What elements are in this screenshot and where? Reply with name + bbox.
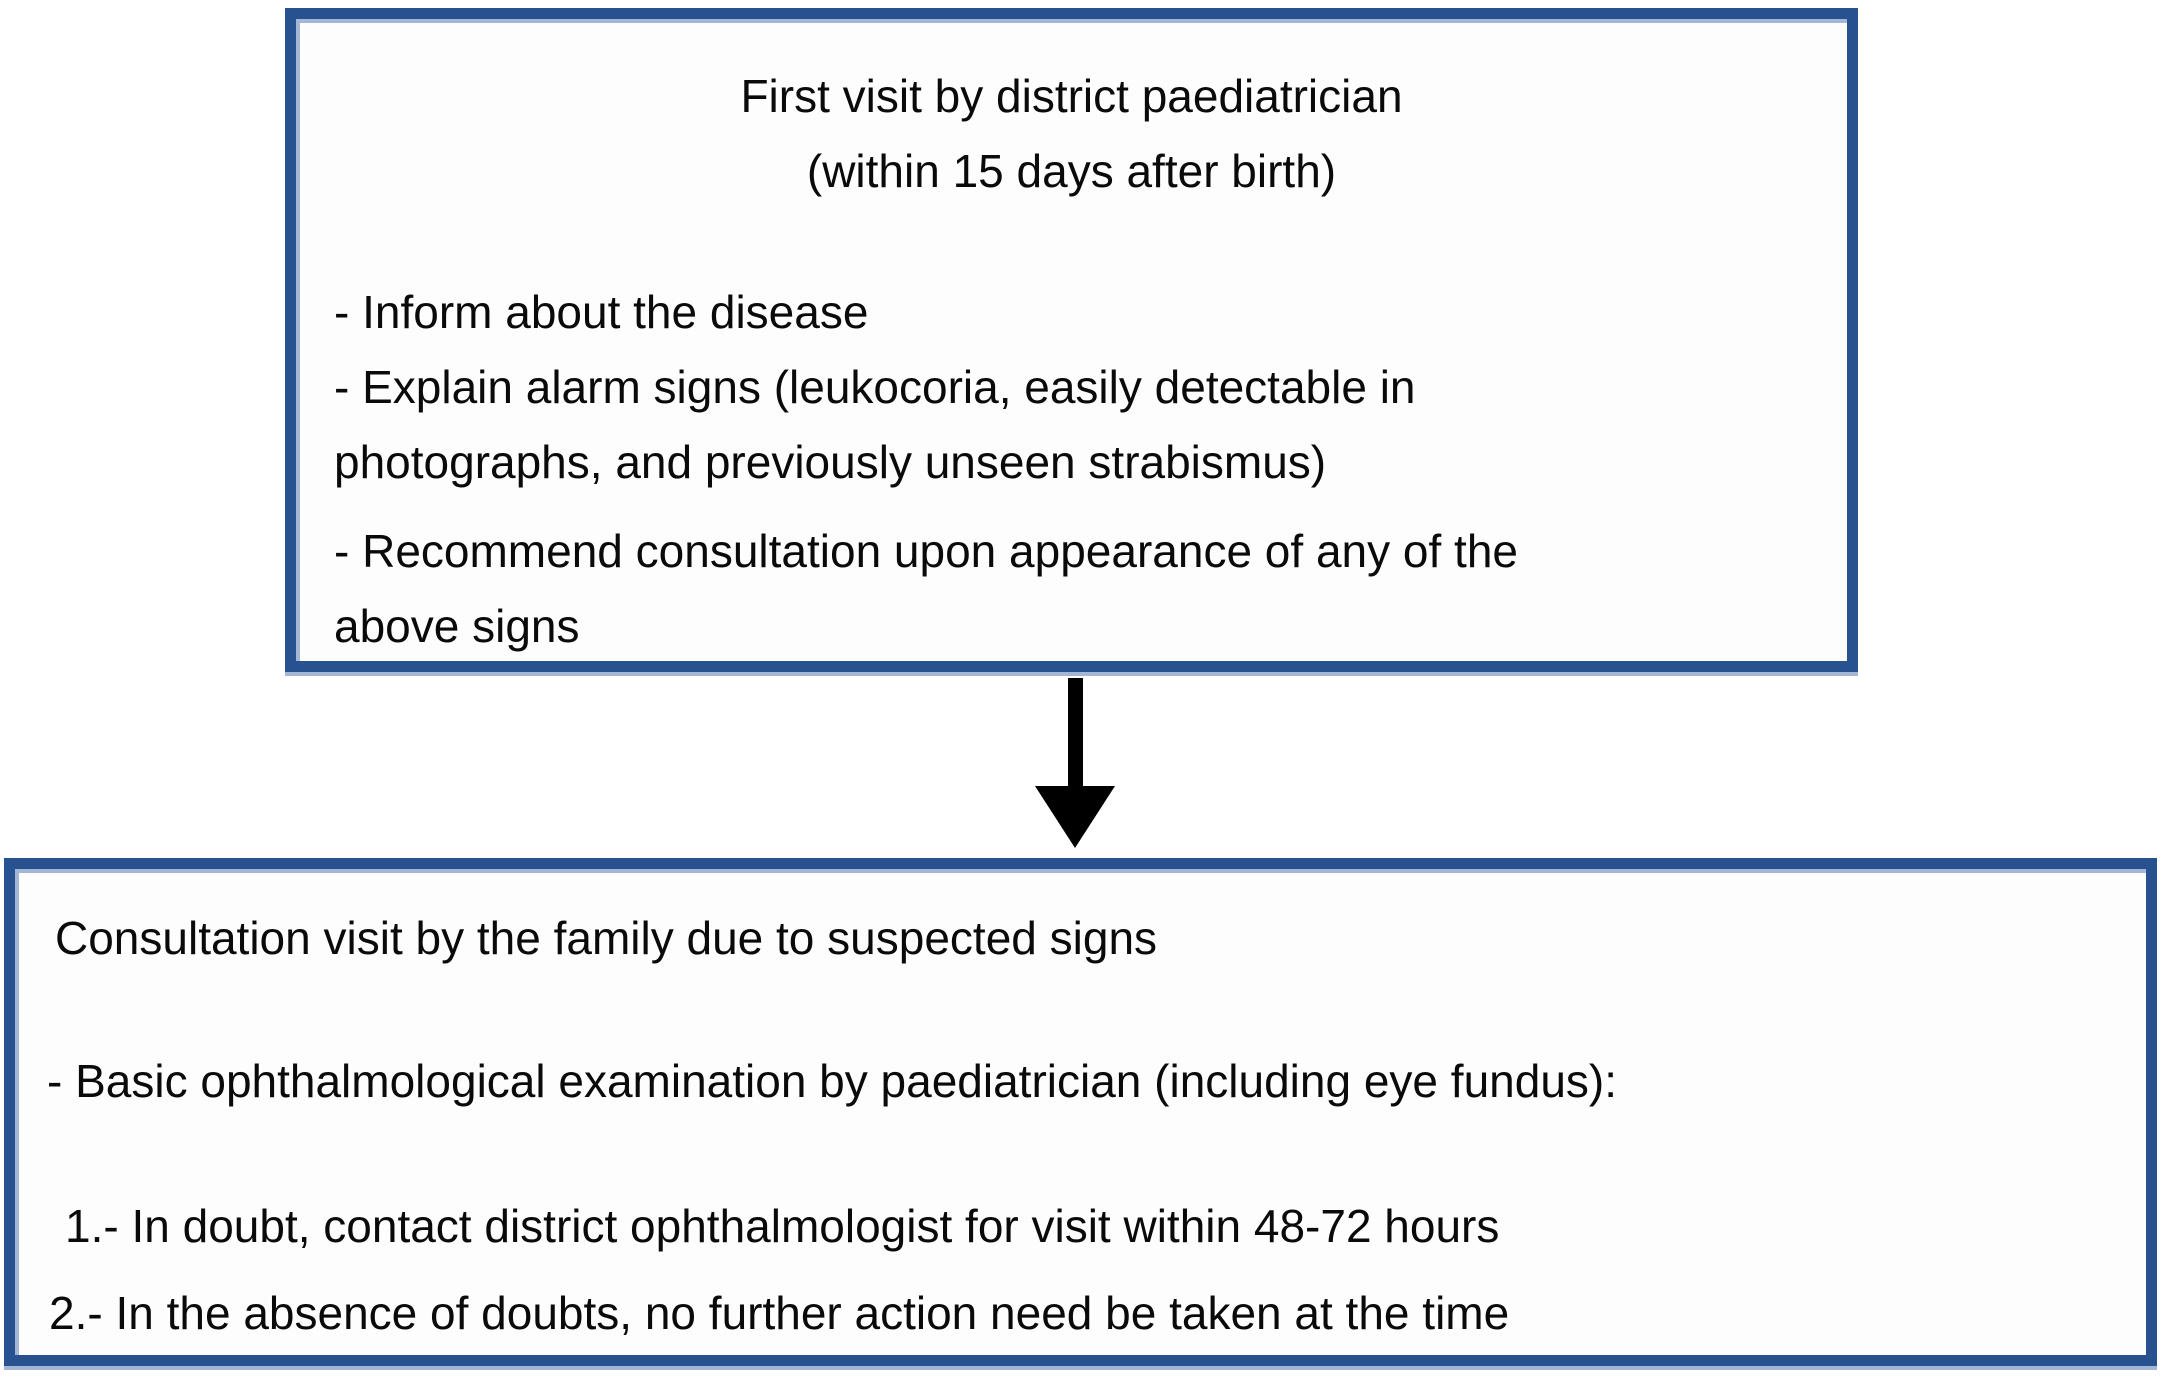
top-box-bullet-list: - Inform about the disease - Explain ala… [334,275,1809,664]
basic-exam-line: - Basic ophthalmological examination by … [47,1055,1617,1107]
box-first-visit: First visit by district paediatrician (w… [285,8,1858,672]
bullet-explain-alarm-signs-line1: - Explain alarm signs (leukocoria, easil… [334,361,1416,413]
top-box-title-line1: First visit by district paediatrician [740,70,1403,122]
top-box-title-line2: (within 15 days after birth) [806,145,1337,197]
top-box-title: First visit by district paediatrician (w… [334,59,1809,209]
bullet-explain-alarm-signs-line2: photographs, and previously unseen strab… [334,436,1327,488]
down-arrow-head [1035,786,1115,848]
bullet-recommend-consultation-line2: above signs [334,600,580,652]
box-consultation-visit: Consultation visit by the family due to … [4,858,2157,1366]
consultation-visit-title: Consultation visit by the family due to … [55,912,1158,964]
numbered-item-2-no-doubt: 2.- In the absence of doubts, no further… [49,1287,1510,1339]
down-arrow-icon [1035,678,1115,850]
bullet-inform-disease: - Inform about the disease [334,286,869,338]
numbered-item-1-doubt: 1.- In doubt, contact district ophthalmo… [65,1200,1500,1252]
bullet-recommend-consultation-line1: - Recommend consultation upon appearance… [334,525,1518,577]
down-arrow-shaft [1068,678,1083,792]
